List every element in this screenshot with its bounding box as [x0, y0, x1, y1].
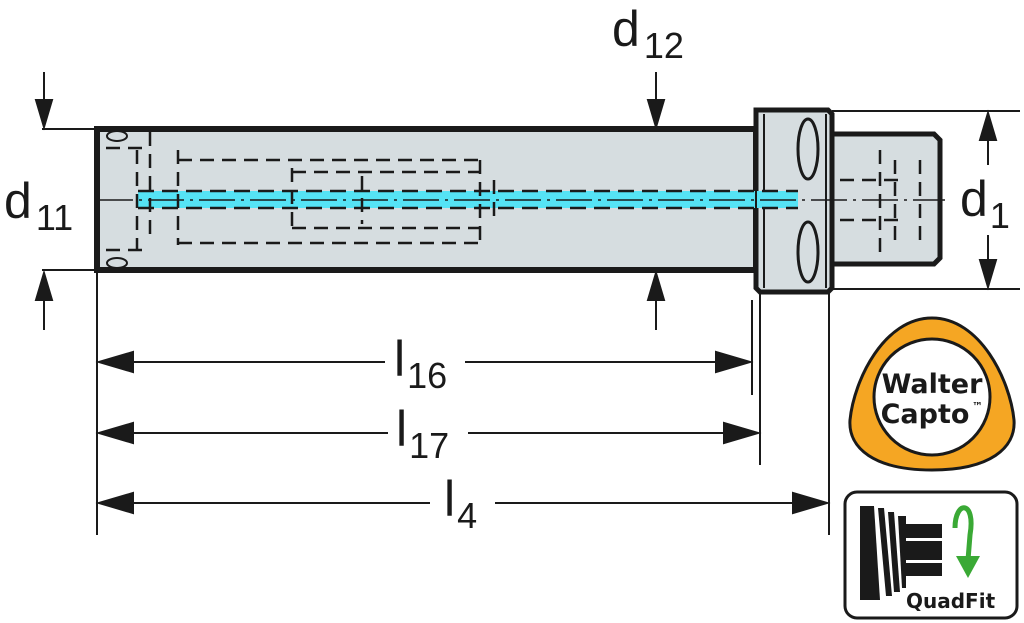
keyway-top — [796, 117, 820, 181]
screw-top-icon — [106, 130, 128, 142]
dim-label-d1: d1 — [960, 171, 1010, 236]
tool-body — [94, 107, 945, 295]
dim-label-l17: l17 — [396, 401, 449, 466]
quadfit-rotate-arrow-icon — [952, 505, 980, 578]
capto-trademark: ™ — [972, 400, 983, 413]
capto-line2: Capto — [881, 399, 970, 430]
quadfit-coupling-icon — [860, 506, 942, 600]
dim-label-l16: l16 — [394, 331, 447, 396]
capto-line1: Walter — [882, 369, 984, 400]
dim-label-l4: l4 — [444, 471, 477, 536]
walter-capto-logo: Walter Capto ™ — [848, 316, 1016, 472]
capto-taper — [829, 131, 943, 267]
capto-inner-circle — [872, 337, 992, 457]
quadfit-badge: QuadFit — [843, 490, 1019, 620]
screw-bottom-icon — [106, 257, 128, 269]
dimension-lines — [34, 72, 1020, 535]
hidden-lines — [106, 132, 922, 255]
keyway-bottom — [796, 220, 820, 284]
quadfit-label: QuadFit — [906, 589, 996, 613]
